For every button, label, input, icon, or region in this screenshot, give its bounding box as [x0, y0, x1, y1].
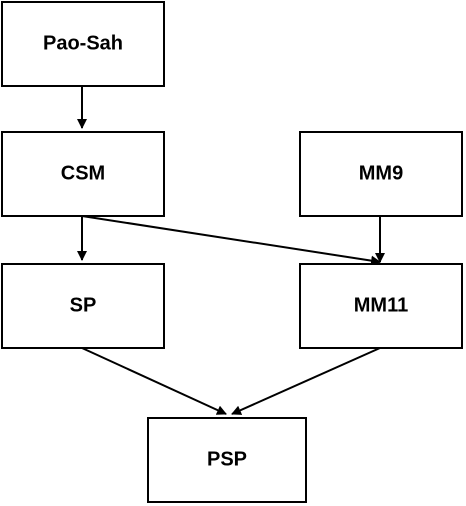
node-csm: CSM: [1, 131, 165, 217]
node-psp: PSP: [147, 417, 307, 503]
edge-csm-to-mm11: [81, 215, 381, 266]
node-mm11-label: MM11: [354, 294, 408, 316]
node-psp-label: PSP: [207, 448, 247, 470]
node-mm9-label: MM9: [359, 162, 403, 184]
node-sp: SP: [1, 263, 165, 349]
edge-mm11-to-psp: [231, 347, 381, 415]
node-pao-sah-label: Pao-Sah: [43, 32, 123, 54]
node-sp-label: SP: [70, 294, 97, 316]
node-pao-sah: Pao-Sah: [1, 1, 165, 87]
edge-sp-to-psp: [81, 347, 227, 415]
node-csm-label: CSM: [61, 162, 105, 184]
node-mm9: MM9: [299, 131, 463, 217]
node-mm11: MM11: [299, 263, 463, 349]
